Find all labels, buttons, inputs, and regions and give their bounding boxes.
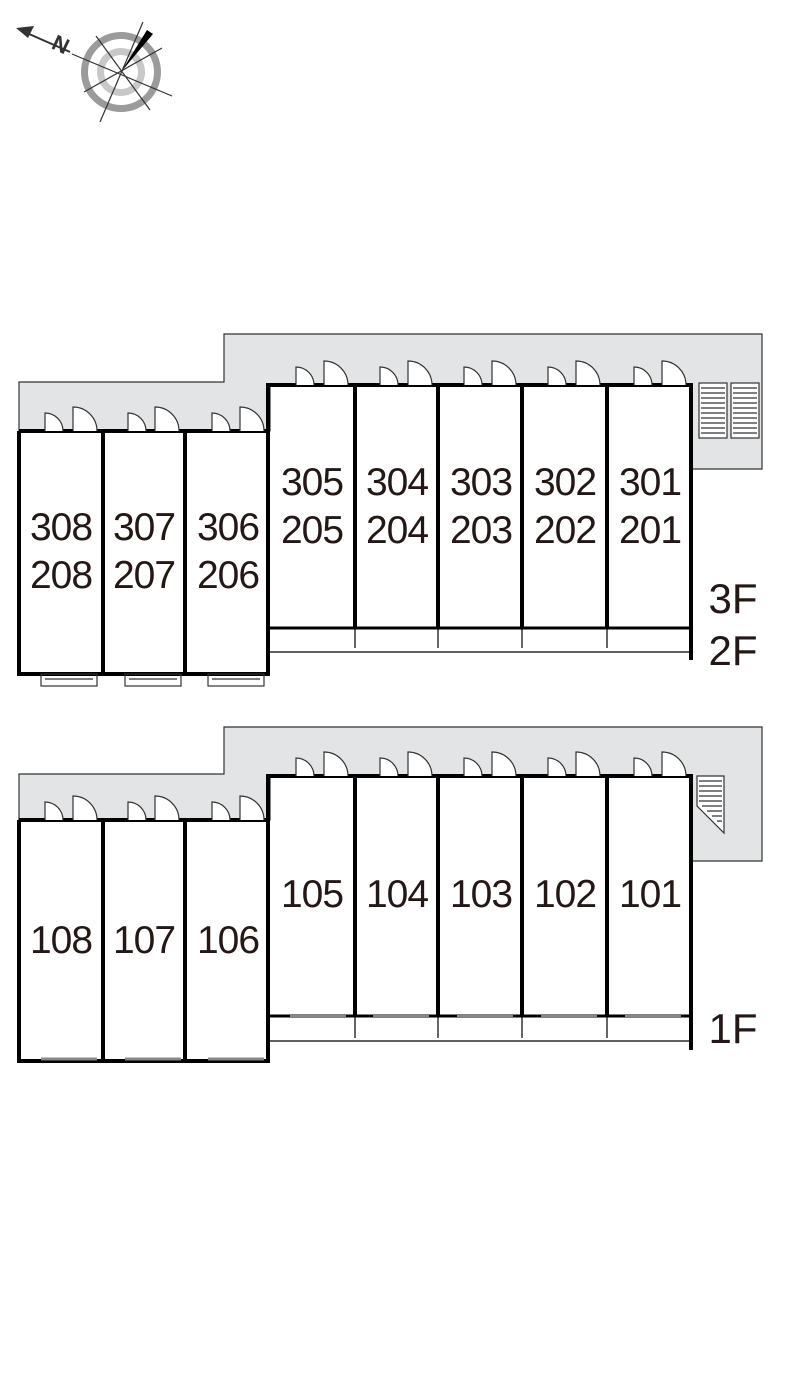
unit-number: 207 bbox=[113, 554, 175, 597]
unit-number: 205 bbox=[281, 509, 343, 552]
unit-labels-lower: 108 107 106 105 104 103 102 101 bbox=[30, 873, 682, 962]
unit-number: 308 bbox=[30, 506, 92, 549]
upper-building-block: 308 208 307 207 306 206 305 205 304 204 … bbox=[17, 333, 763, 687]
unit-number: 301 bbox=[619, 461, 681, 504]
unit-number: 204 bbox=[366, 509, 428, 552]
stairs-icon-upper bbox=[698, 382, 760, 439]
stairs-icon-lower bbox=[696, 775, 725, 835]
unit-number: 202 bbox=[534, 509, 596, 552]
unit-number: 305 bbox=[281, 461, 343, 504]
door-icons-lower bbox=[44, 751, 687, 821]
unit-number: 105 bbox=[281, 873, 343, 916]
floor-label-3f: 3F bbox=[708, 575, 757, 622]
unit-number: 201 bbox=[619, 509, 681, 552]
unit-number: 102 bbox=[534, 873, 596, 916]
balconies-upper-left bbox=[40, 673, 265, 687]
unit-number: 208 bbox=[30, 554, 92, 597]
unit-number: 302 bbox=[534, 461, 596, 504]
north-label: N bbox=[48, 30, 73, 59]
floor-label-2f: 2F bbox=[708, 627, 757, 674]
unit-number: 101 bbox=[619, 873, 681, 916]
unit-labels-upper: 308 208 307 207 306 206 305 205 304 204 … bbox=[30, 461, 682, 597]
unit-number: 104 bbox=[366, 873, 428, 916]
unit-number: 103 bbox=[450, 873, 512, 916]
corridor-lower bbox=[18, 726, 763, 862]
corridor-upper bbox=[18, 333, 763, 470]
unit-number: 304 bbox=[366, 461, 428, 504]
unit-number: 306 bbox=[197, 506, 259, 549]
unit-number: 303 bbox=[450, 461, 512, 504]
unit-number: 206 bbox=[197, 554, 259, 597]
door-icons-upper bbox=[44, 360, 687, 432]
unit-number: 106 bbox=[197, 919, 259, 962]
unit-number: 203 bbox=[450, 509, 512, 552]
unit-number: 107 bbox=[113, 919, 175, 962]
unit-number: 307 bbox=[113, 506, 175, 549]
unit-number: 108 bbox=[30, 919, 92, 962]
floor-label-1f: 1F bbox=[708, 1005, 757, 1052]
lower-building-block: 108 107 106 105 104 103 102 101 1F bbox=[17, 726, 763, 1063]
compass-rose-icon: N bbox=[16, 21, 173, 123]
